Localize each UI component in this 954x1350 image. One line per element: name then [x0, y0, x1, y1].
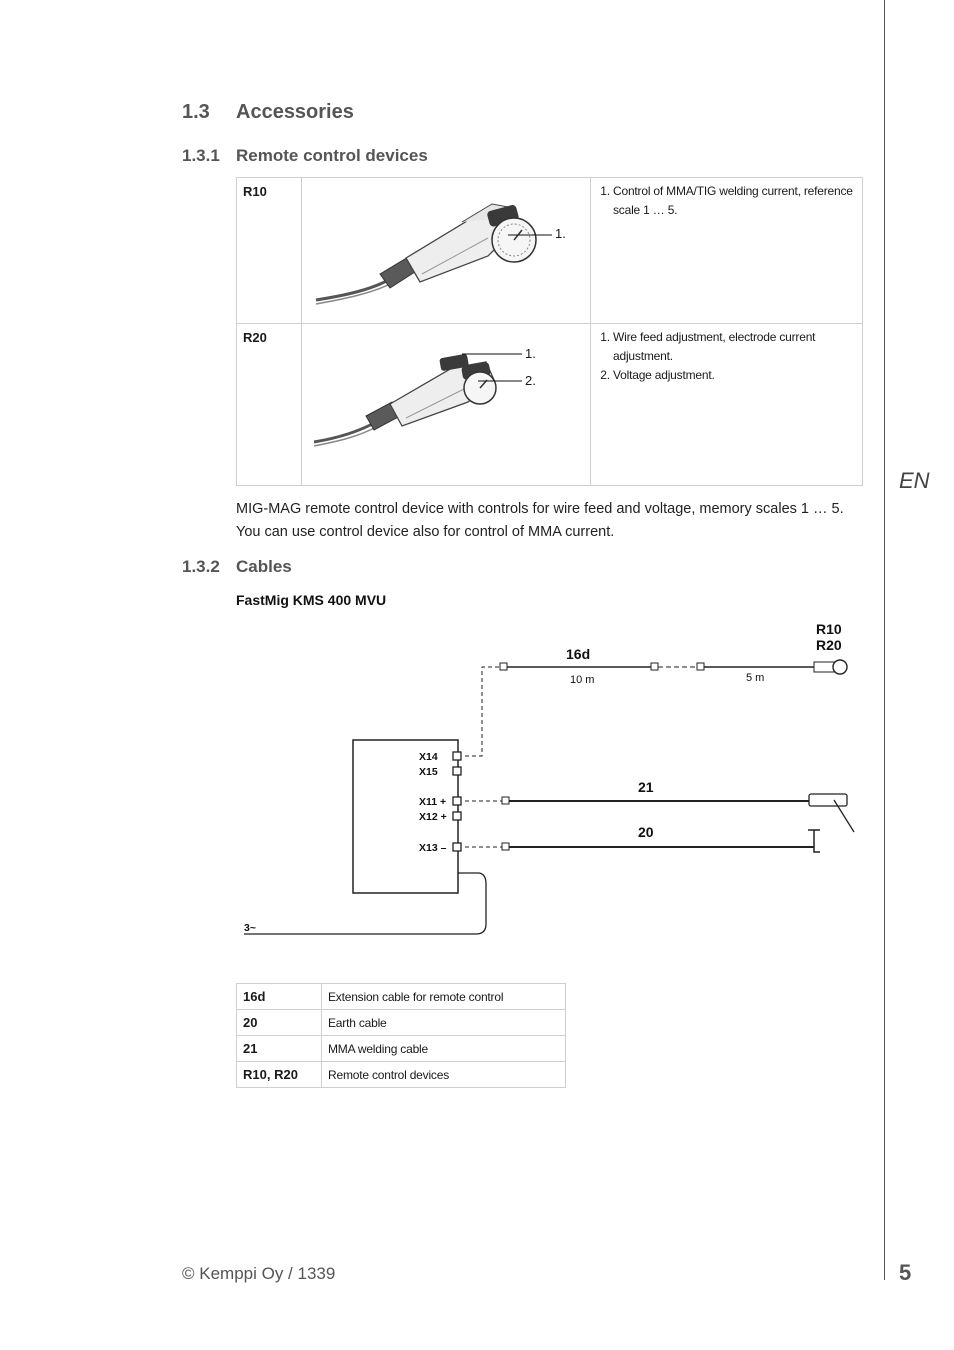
legend-row: 16d Extension cable for remote control — [236, 983, 566, 1010]
connector-sockets — [452, 751, 462, 852]
remote-devices-table: R10 1. Control of MMA/TI — [236, 177, 863, 486]
diagram-label-r10: R10 — [816, 621, 842, 637]
footer-copyright: © Kemppi Oy / 1339 — [182, 1264, 336, 1283]
callout-label: 1. — [525, 346, 536, 361]
r10-remote-illustration — [315, 203, 552, 305]
language-tab: EN — [899, 468, 930, 493]
page-number: 5 — [899, 1260, 912, 1285]
diagram-label-5m: 5 m — [746, 672, 764, 684]
device-code: R20 — [236, 323, 302, 486]
device-notes: Control of MMA/TIG welding current, refe… — [590, 177, 863, 324]
note-item: Wire feed adjustment, electrode current … — [613, 328, 854, 366]
cable-legend-table: 16d Extension cable for remote control 2… — [236, 983, 566, 1088]
legend-code: R10, R20 — [236, 1061, 322, 1088]
device-image-cell: 1. — [301, 177, 591, 324]
cable-connection-diagram: R10 R20 16d 10 m 5 m X14 X15 X11 + X12 +… — [244, 621, 855, 935]
legend-row: R10, R20 Remote control devices — [236, 1061, 566, 1088]
legend-description: Remote control devices — [321, 1061, 566, 1088]
diagram-label-x14: X14 — [419, 751, 438, 763]
diagram-label-x11: X11 + — [419, 796, 446, 808]
diagram-label-21: 21 — [638, 779, 654, 795]
diagram-label-x13: X13 – — [419, 842, 447, 854]
diagram-label-20: 20 — [638, 824, 654, 840]
device-row-r10: R10 1. Control of MMA/TI — [236, 177, 863, 324]
legend-description: MMA welding cable — [321, 1035, 566, 1062]
diagram-title: FastMig KMS 400 MVU — [236, 592, 387, 608]
legend-row: 21 MMA welding cable — [236, 1035, 566, 1062]
note-item: Voltage adjustment. — [613, 366, 854, 385]
description-paragraph: MIG-MAG remote control device with contr… — [236, 501, 844, 540]
legend-code: 21 — [236, 1035, 322, 1062]
diagram-label-mains: 3~ — [244, 922, 256, 934]
device-notes: Wire feed adjustment, electrode current … — [590, 323, 863, 486]
diagram-label-x12: X12 + — [419, 811, 447, 823]
legend-row: 20 Earth cable — [236, 1009, 566, 1036]
diagram-label-10m: 10 m — [570, 674, 594, 686]
note-item: Control of MMA/TIG welding current, refe… — [613, 182, 854, 220]
r20-remote-illustration — [313, 353, 522, 447]
device-image-cell: 1. 2. — [301, 323, 591, 486]
diagram-label-r20: R20 — [816, 637, 842, 653]
callout-label: 2. — [525, 373, 536, 388]
legend-code: 20 — [236, 1009, 322, 1036]
callout-label: 1. — [555, 226, 566, 241]
legend-code: 16d — [236, 983, 322, 1010]
legend-description: Earth cable — [321, 1009, 566, 1036]
margin-rule — [884, 0, 885, 1280]
diagram-label-x15: X15 — [419, 766, 438, 778]
device-code: R10 — [236, 177, 302, 324]
diagram-label-16d: 16d — [566, 646, 590, 662]
device-row-r20: R20 1. 2. Wire feed adjustment, electrod… — [236, 323, 863, 486]
legend-description: Extension cable for remote control — [321, 983, 566, 1010]
